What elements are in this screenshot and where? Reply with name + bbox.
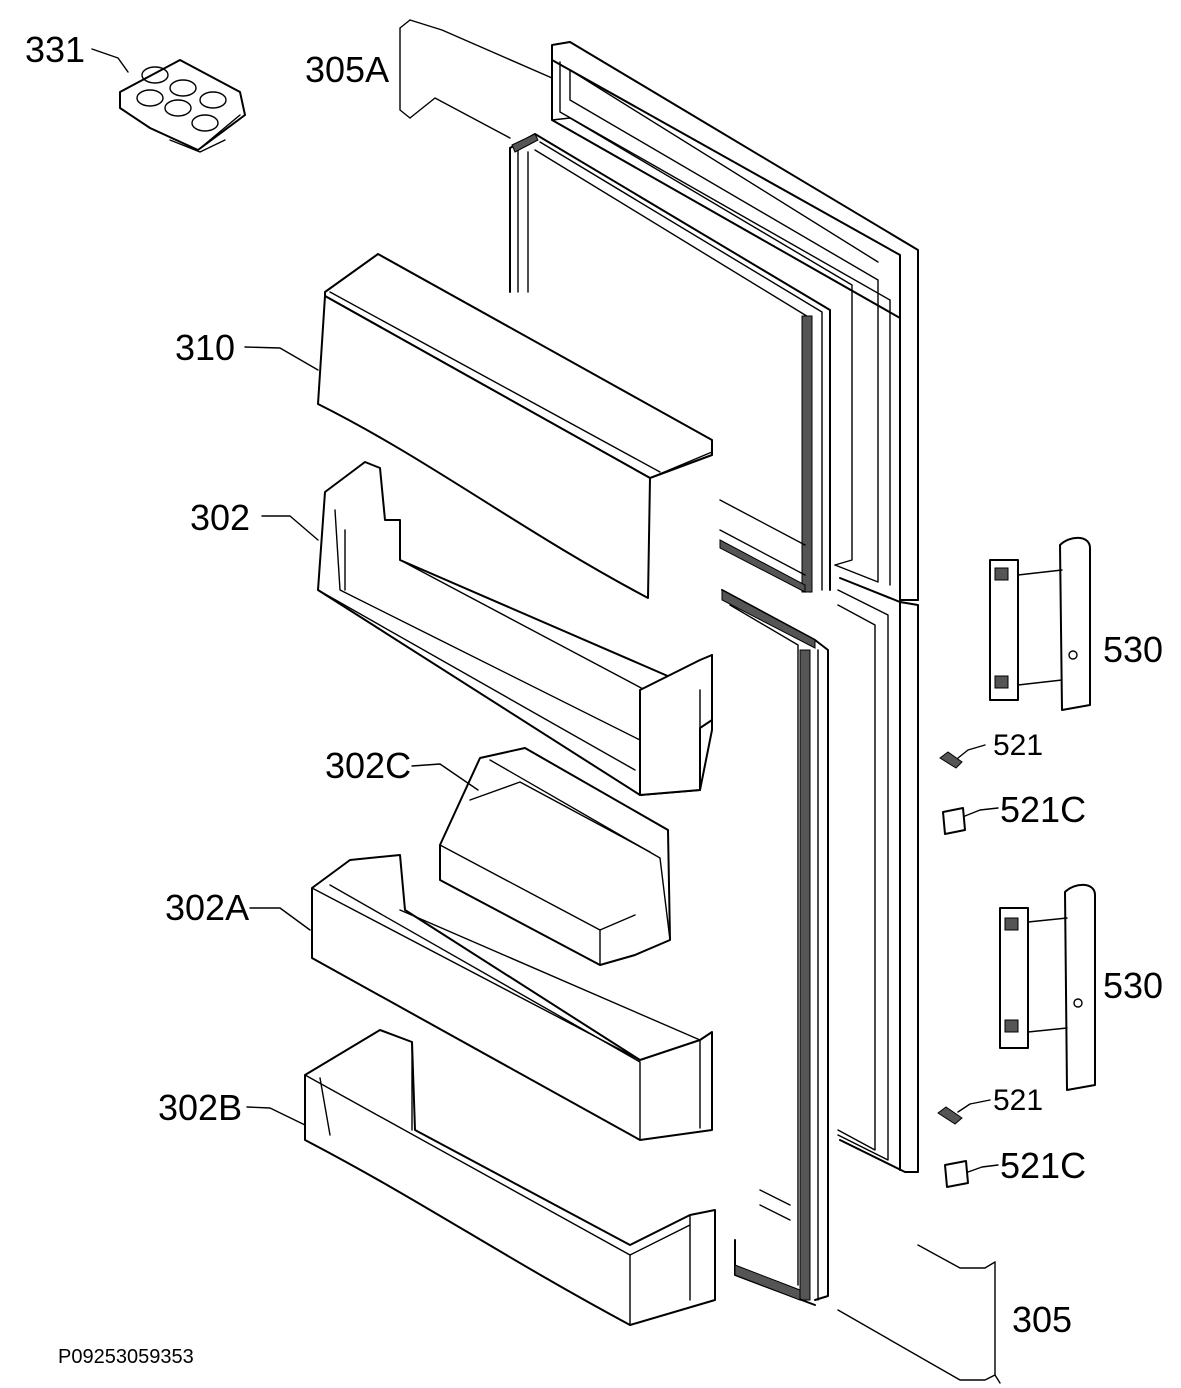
- upper-door-305a: [509, 41, 919, 601]
- label-305a: 305A: [305, 49, 389, 90]
- cap-521c-top: [942, 807, 966, 835]
- label-530-top: 530: [1103, 629, 1163, 670]
- dairy-cover-310: [317, 253, 713, 599]
- label-530-bottom: 530: [1103, 965, 1163, 1006]
- label-521c-bottom: 521C: [1000, 1145, 1086, 1186]
- label-310: 310: [175, 327, 235, 368]
- label-521c-top: 521C: [1000, 789, 1086, 830]
- label-302b: 302B: [158, 1087, 242, 1128]
- label-331: 331: [25, 29, 85, 70]
- label-302: 302: [190, 497, 250, 538]
- small-shelf-302c: [439, 747, 671, 966]
- door-shelf-302: [317, 461, 713, 796]
- label-521-top: 521: [993, 729, 1043, 762]
- leader-lines: [91, 19, 1001, 1384]
- label-305: 305: [1012, 1299, 1072, 1340]
- handle-530-bottom: [999, 883, 1096, 1091]
- part-labels: 331 305A 310 302 302C 302A 302B 530 530 …: [25, 29, 1163, 1368]
- label-521-bottom: 521: [993, 1084, 1043, 1117]
- door-shelf-302a: [311, 854, 713, 1141]
- label-302c: 302C: [325, 745, 411, 786]
- handle-530-top: [989, 536, 1091, 711]
- door-shelf-302b: [304, 1029, 716, 1326]
- document-number: P09253059353: [58, 1346, 194, 1368]
- label-302a: 302A: [165, 887, 249, 928]
- lower-door-305: [721, 577, 919, 1306]
- screw-521-bottom: [937, 1106, 963, 1125]
- egg-tray-331: [119, 59, 246, 153]
- cap-521c-bottom: [944, 1160, 969, 1188]
- screw-521-top: [939, 751, 963, 769]
